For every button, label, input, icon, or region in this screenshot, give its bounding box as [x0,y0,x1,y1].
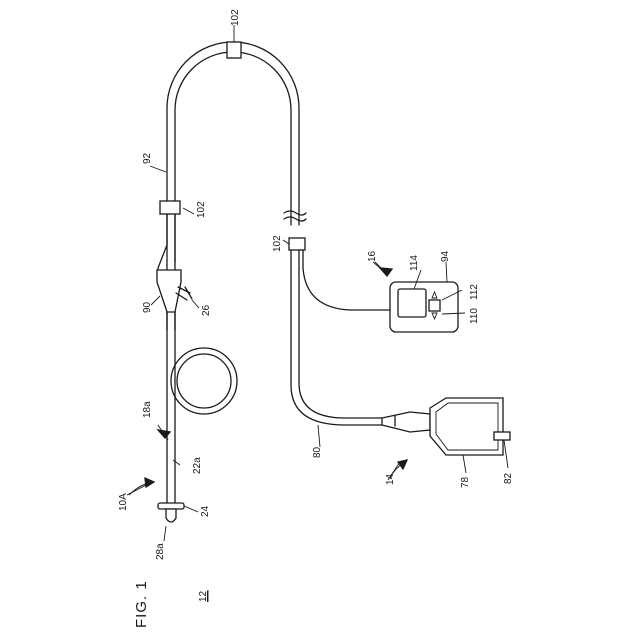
label-bag-assembly: 14 [385,473,396,485]
catheter-shaft [167,312,175,505]
drainage-bag [430,398,510,455]
label-clamp-right: 102 [272,235,283,252]
label-clamp-left: 102 [196,201,207,218]
label-display: 114 [409,255,420,271]
clamp-top [227,42,241,58]
tube-break-mark [284,211,306,221]
label-bag: 78 [460,476,471,488]
label-button-up: 112 [469,284,480,300]
controller-button [429,300,440,311]
label-hub-port: 26 [201,304,212,316]
label-tip-hole: 28a [155,543,166,560]
label-controller-case: 94 [440,250,451,262]
sheet-reference: 12 [198,590,209,602]
catheter-tip [158,503,184,522]
hub [157,270,192,312]
label-clamp-top: 102 [230,9,241,26]
controller-cable [303,250,392,310]
bag-outlet [494,432,510,440]
controller [390,282,458,332]
label-outlet: 82 [503,472,514,484]
label-drain-tube: 80 [312,446,323,458]
label-controller: 16 [367,250,378,262]
label-button-down: 110 [469,308,480,324]
clamp-left [160,201,180,214]
label-tip: 24 [200,505,211,517]
clamp-right [289,238,305,250]
drain-connector [382,412,430,432]
catheter-coil [171,348,237,414]
controller-display [398,289,426,317]
label-hub: 90 [142,301,153,313]
label-catheter-shaft: 22a [192,457,203,474]
label-catheter-body: 18a [142,401,153,418]
label-tube-upper: 92 [142,152,153,164]
label-catheter: 10A [118,493,129,511]
upper-tube-loop [167,42,299,330]
figure-title: FIG. 1 [133,580,150,628]
